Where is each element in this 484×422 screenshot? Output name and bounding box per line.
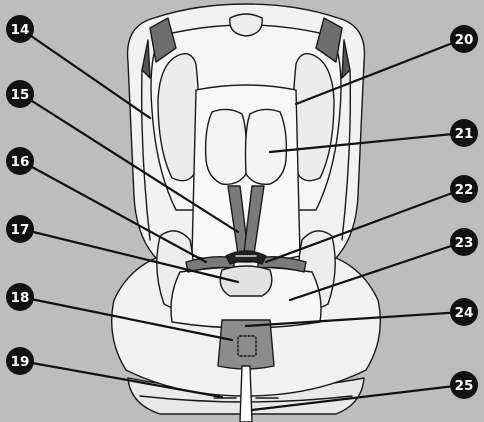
callout-21-label: 21 <box>455 126 474 142</box>
callout-25-label: 25 <box>455 378 474 394</box>
headrest-handle <box>230 14 262 36</box>
callout-16: 16 <box>6 147 34 175</box>
callout-19-label: 19 <box>11 354 30 370</box>
callout-25: 25 <box>450 371 478 399</box>
adjuster-strap <box>240 366 252 422</box>
callout-18: 18 <box>6 283 34 311</box>
callout-17: 17 <box>6 215 34 243</box>
callout-24: 24 <box>450 298 478 326</box>
callout-20-label: 20 <box>455 32 474 48</box>
callout-20: 20 <box>450 25 478 53</box>
callout-16-label: 16 <box>11 154 30 170</box>
callout-17-label: 17 <box>11 222 30 238</box>
car-seat <box>112 4 381 422</box>
callout-15-label: 15 <box>11 87 30 103</box>
callout-22: 22 <box>450 175 478 203</box>
callout-18-label: 18 <box>11 290 30 306</box>
crotch-pad <box>220 266 272 296</box>
shoulder-pad-left <box>206 109 247 184</box>
callout-22-label: 22 <box>455 182 474 198</box>
callout-23-label: 23 <box>455 235 474 251</box>
callout-23: 23 <box>450 228 478 256</box>
callout-14-label: 14 <box>11 22 30 38</box>
callout-21: 21 <box>450 119 478 147</box>
callout-14: 14 <box>6 15 34 43</box>
callout-19: 19 <box>6 347 34 375</box>
harness-adjuster-cover <box>218 320 274 369</box>
shoulder-pad-right <box>246 109 287 184</box>
callout-24-label: 24 <box>455 305 474 321</box>
callout-15: 15 <box>6 80 34 108</box>
